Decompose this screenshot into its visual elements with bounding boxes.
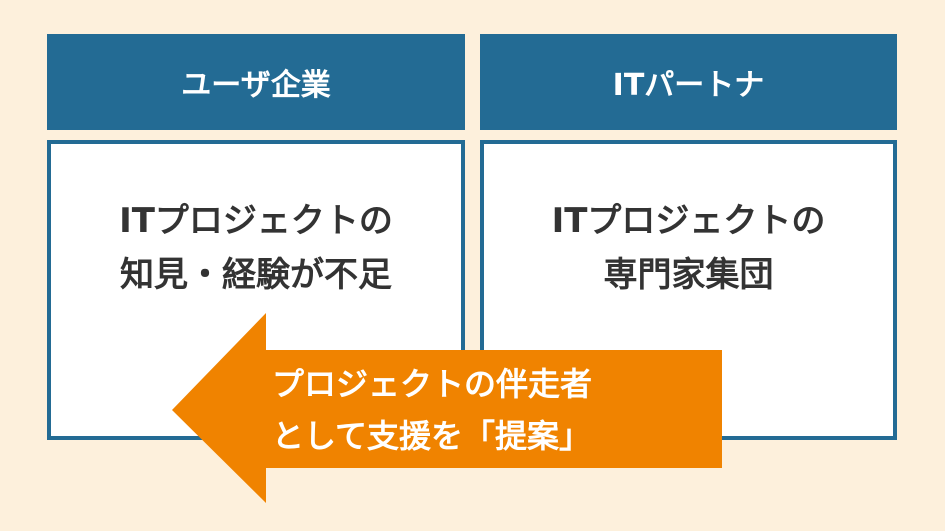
it-partner-label: ITパートナ <box>612 68 765 103</box>
arrow-label: プロジェクトの伴走者 として支援を「提案」 <box>272 358 712 462</box>
user-company-label: ユーザ企業 <box>181 68 331 103</box>
it-partner-header: ITパートナ <box>480 34 897 130</box>
arrow-line1: プロジェクトの伴走者 <box>272 365 593 403</box>
arrow-line2: として支援を「提案」 <box>272 417 592 455</box>
it-partner-line1: ITプロジェクトの <box>551 201 826 241</box>
user-company-header: ユーザ企業 <box>47 34 465 130</box>
it-partner-line2: 専門家集団 <box>603 255 774 295</box>
user-company-line1: ITプロジェクトの <box>119 201 393 241</box>
user-company-line2: 知見・経験が不足 <box>120 255 392 295</box>
